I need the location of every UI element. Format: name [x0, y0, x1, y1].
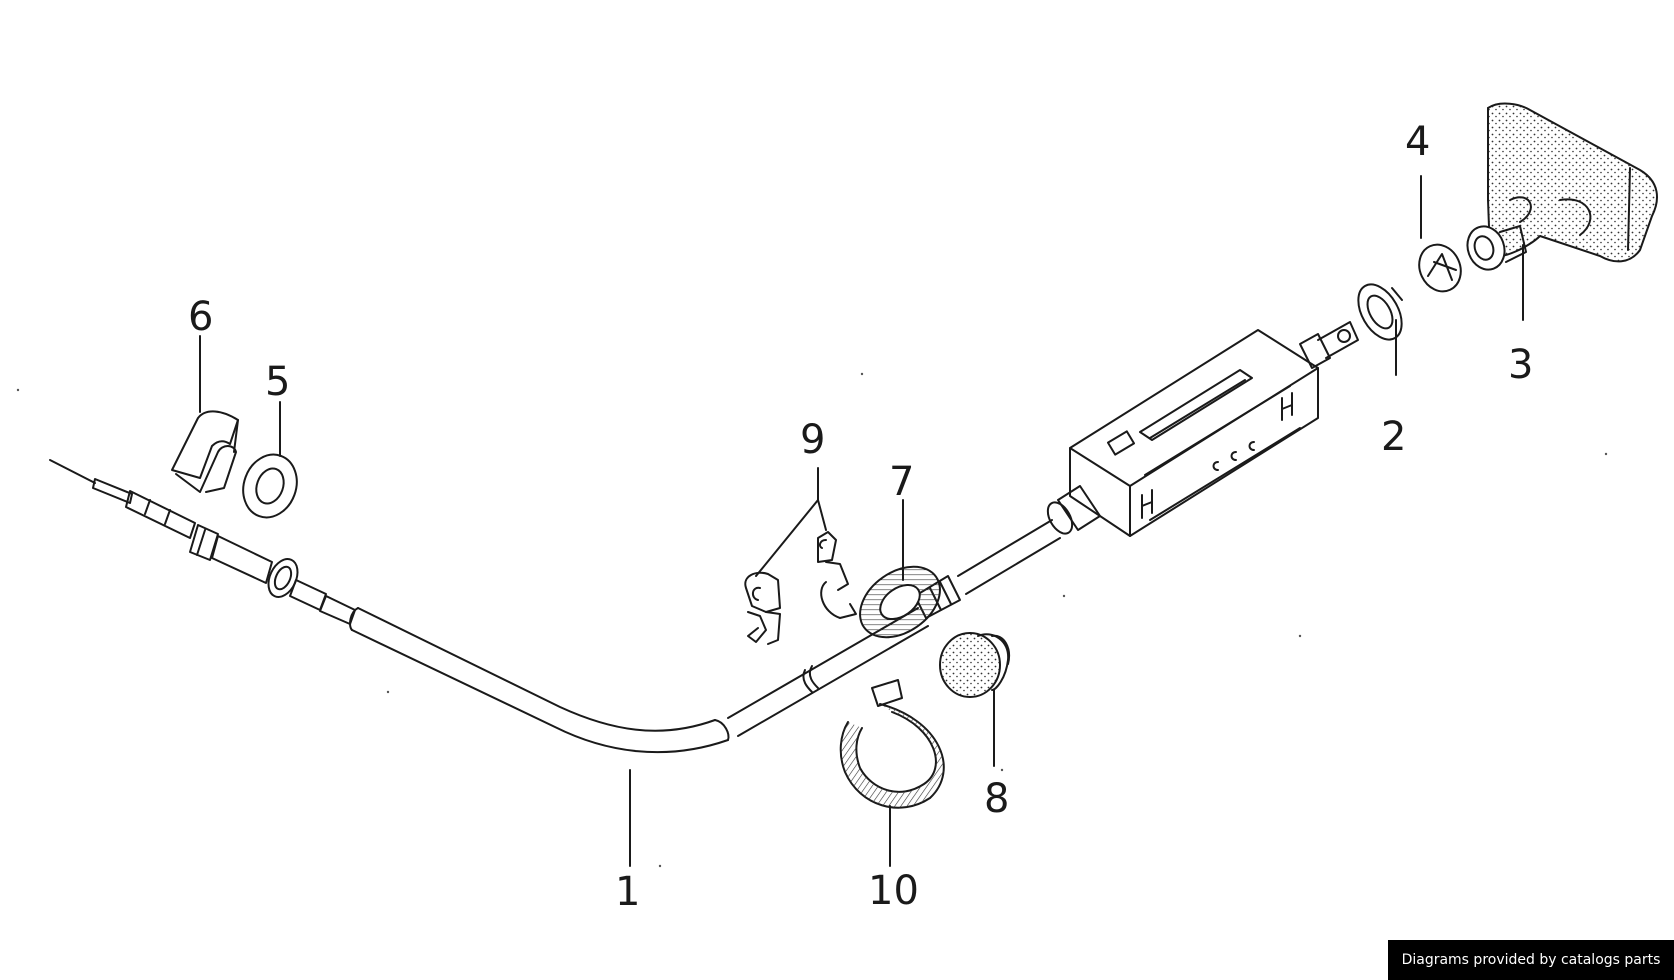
leader-lines	[199, 175, 1524, 867]
control-housing	[1069, 321, 1359, 537]
callout-5: 5	[265, 359, 290, 405]
washer-part-5	[242, 453, 298, 519]
callout-1: 1	[615, 869, 640, 915]
callout-3: 3	[1508, 342, 1533, 388]
callout-6: 6	[188, 294, 213, 340]
callout-8: 8	[984, 776, 1009, 822]
ring-part-2	[1357, 283, 1403, 341]
callout-10: 10	[868, 868, 919, 914]
knob-part-3	[1466, 102, 1658, 271]
callout-9: 9	[800, 417, 825, 463]
u-clip-part-6	[171, 410, 239, 493]
grommet-part-7	[859, 565, 941, 639]
callout-7: 7	[889, 459, 914, 505]
credit-banner: Diagrams provided by catalogs parts	[1388, 940, 1674, 980]
callout-4: 4	[1405, 119, 1430, 165]
clip-part-4	[1418, 243, 1462, 293]
hose-clamp-part-10	[839, 679, 945, 809]
plug-part-8	[939, 632, 1010, 698]
cable-assembly	[49, 459, 1101, 754]
callout-2: 2	[1381, 414, 1406, 460]
scan-specks	[16, 372, 1608, 868]
clips-part-9	[744, 531, 857, 645]
